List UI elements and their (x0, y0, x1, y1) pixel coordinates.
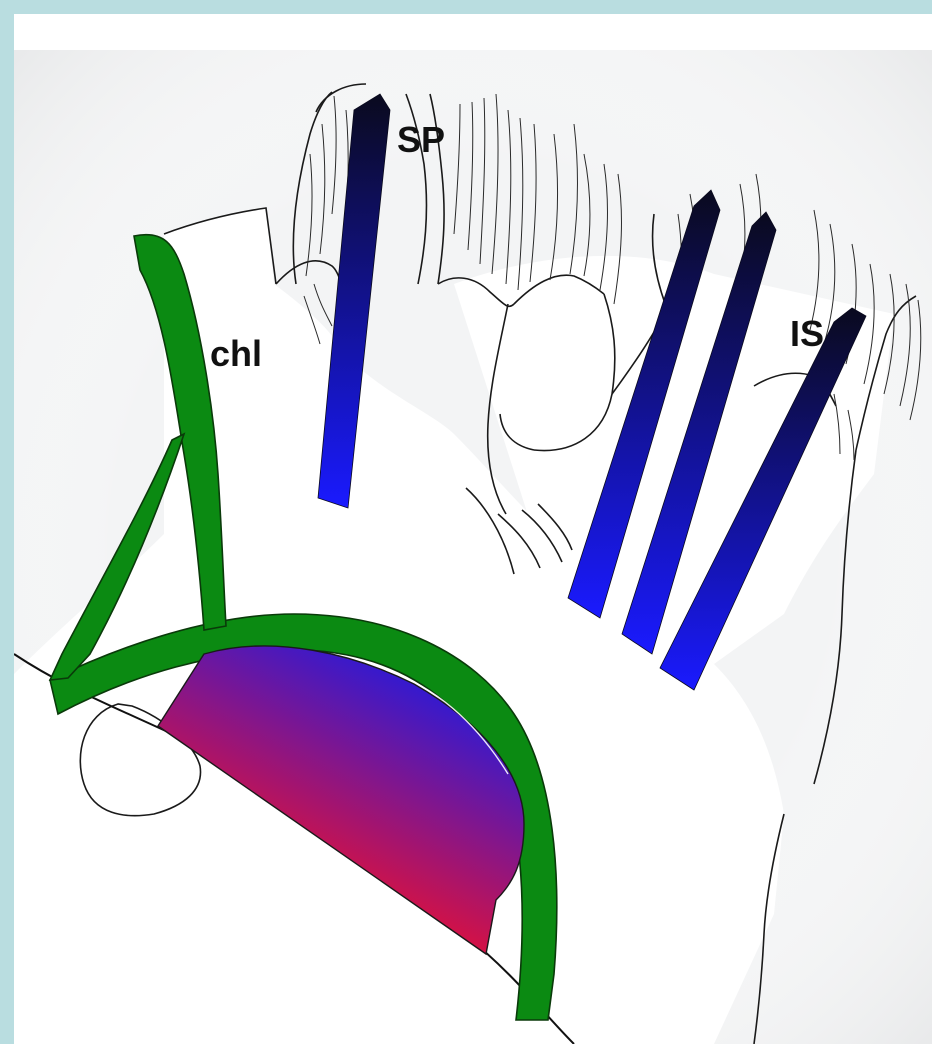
label-is: IS (790, 316, 824, 352)
label-sp: SP (397, 122, 445, 158)
diagram-frame: SP chl IS (14, 14, 932, 1044)
shoulder-anatomy-diagram (14, 14, 932, 1044)
label-chl: chl (210, 336, 262, 372)
